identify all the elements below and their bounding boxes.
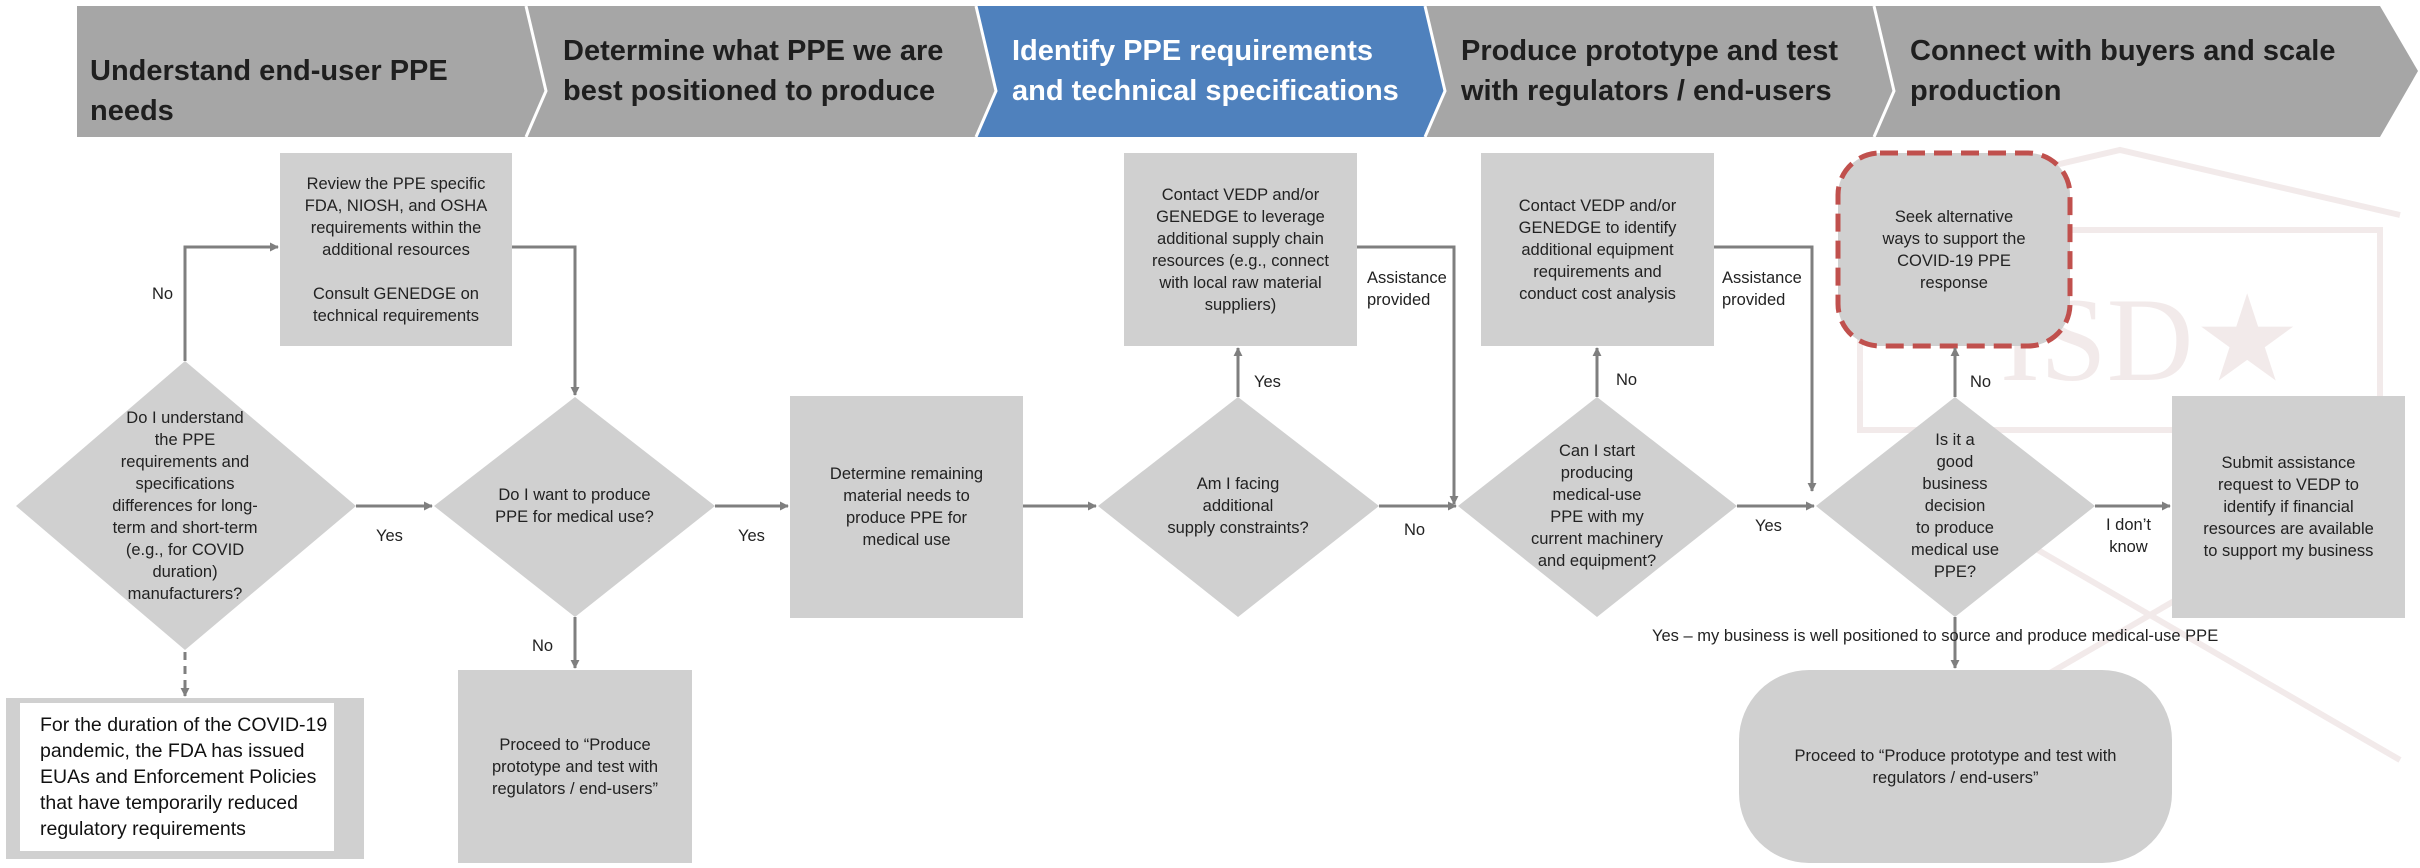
label-d3-no: No	[1404, 521, 1426, 539]
box-contact-supply-chain-text: Contact VEDP and/or GENEDGE to leverage …	[1151, 185, 1329, 314]
decision-medical-use	[434, 397, 715, 617]
label-d5-dont-know: I don’t know	[2106, 516, 2151, 556]
decision-business-text: Is it a good business decision to produc…	[1910, 431, 2000, 581]
decision-supply-constraints-text: Am I facing additional supply constraint…	[1167, 475, 1309, 537]
connector-d1-no	[183, 242, 279, 361]
box-proceed-1	[458, 670, 692, 863]
decision-current-machinery	[1458, 397, 1737, 617]
connector-contact1-assist	[1357, 245, 1459, 505]
note-text: For the duration of the COVID-19 pandemi…	[40, 714, 328, 840]
box-contact-supply-chain	[1124, 153, 1357, 346]
note-inner	[20, 703, 334, 851]
label-d2-no: No	[532, 637, 554, 655]
box-review-requirements-text: Review the PPE specific FDA, NIOSH, and …	[304, 174, 488, 325]
box-proceed-2	[1739, 670, 2172, 863]
decision-understand-requirements	[16, 361, 356, 650]
decision-understand-requirements-text: Do I understand the PPE requirements and…	[112, 409, 258, 603]
box-submit-request-text: Submit assistance request to VEDP to ide…	[2203, 454, 2374, 560]
box-submit-request	[2172, 396, 2405, 618]
label-d4-no: No	[1616, 371, 1638, 389]
stage-chevron-5	[1874, 6, 2418, 137]
stage-chevron-2	[526, 6, 996, 137]
box-contact-equipment-text: Contact VEDP and/or GENEDGE to identify …	[1518, 196, 1677, 303]
stage-label-1: Understand end-user PPE needs	[90, 55, 448, 127]
label-d4-yes: Yes	[1755, 517, 1782, 535]
label-d2-yes: Yes	[738, 527, 765, 545]
box-proceed-2-text: Proceed to “Produce prototype and test w…	[1794, 746, 2117, 787]
stage-chevron-1	[77, 6, 546, 137]
connector-review-to-d2	[512, 245, 580, 396]
decision-business	[1816, 397, 2095, 617]
label-d5-yes: Yes – my business is well positioned to …	[1652, 627, 2219, 645]
label-d5-no: No	[1970, 373, 1992, 391]
stage-label-4: Produce prototype and test with regulato…	[1461, 35, 1839, 107]
decision-medical-use-text: Do I want to produce PPE for medical use…	[495, 486, 654, 526]
label-assistance-2: Assistance provided	[1722, 269, 1802, 309]
stage-chevron-3	[976, 6, 1445, 137]
stage-label-2: Determine what PPE we are best positione…	[563, 35, 944, 107]
decision-current-machinery-text: Can I start producing medical-use PPE wi…	[1530, 442, 1664, 570]
box-material-needs	[790, 396, 1023, 618]
label-d1-yes: Yes	[376, 527, 403, 545]
box-seek-alternative-text: Seek alternative ways to support the COV…	[1882, 207, 2026, 292]
decision-supply-constraints	[1098, 397, 1379, 617]
connector-contact2-assist	[1714, 245, 1817, 492]
stage-chevron-4	[1425, 6, 1894, 137]
box-seek-alternative	[1835, 150, 2073, 349]
box-contact-equipment	[1481, 153, 1714, 346]
box-material-needs-text: Determine remaining material needs to pr…	[829, 465, 984, 549]
label-assistance-1: Assistance provided	[1367, 269, 1447, 309]
stage-label-3: Identify PPE requirements and technical …	[1012, 35, 1399, 107]
box-proceed-1-text: Proceed to “Produce prototype and test w…	[491, 735, 658, 798]
label-d1-no: No	[152, 285, 174, 303]
box-review-requirements	[280, 153, 512, 346]
stage-label-5: Connect with buyers and scale production	[1910, 35, 2336, 107]
label-d3-yes: Yes	[1254, 373, 1281, 391]
